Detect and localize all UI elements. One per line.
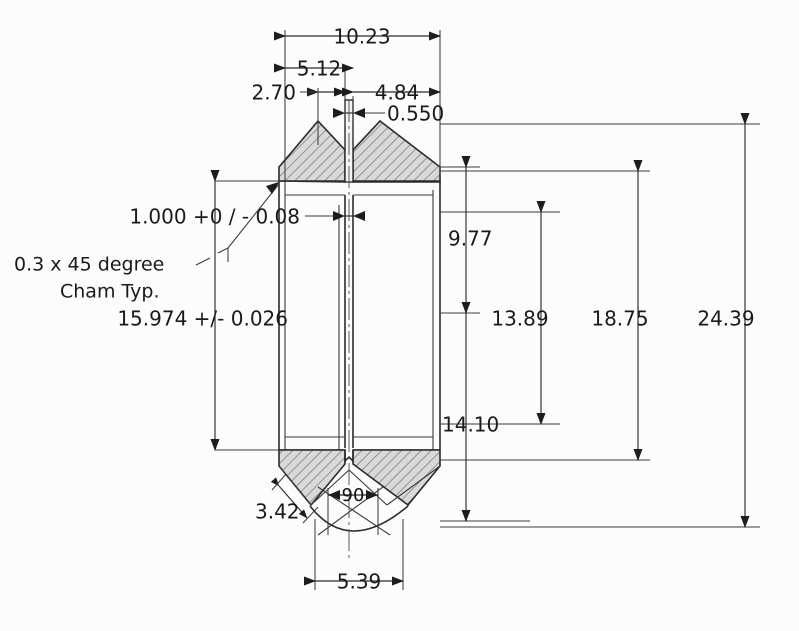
chamfer-note-leader2 [217, 247, 229, 262]
arrow-1-000-right [353, 211, 365, 221]
dim-label-4-84: 4.84 [375, 81, 420, 105]
chamfer-note-line1: 0.3 x 45 degree [14, 254, 164, 276]
dim-label-5-39: 5.39 [337, 570, 382, 594]
bottom-root-arc [309, 505, 409, 532]
arrow-0-550-left [333, 108, 345, 118]
right-dimension-group: 9.77 13.89 14.10 18.75 24.39 [440, 113, 760, 528]
dim-label-0-550: 0.550 [387, 102, 444, 126]
left-dimension-group: 1.000 +0 / - 0.08 15.974 +/- 0.026 0.3 x… [14, 170, 365, 451]
dim-label-18-75: 18.75 [591, 307, 648, 331]
arrow-1-000-left [333, 211, 345, 221]
dim-label-3-42: 3.42 [255, 500, 300, 524]
dim-label-5-12: 5.12 [297, 57, 342, 81]
dim-label-10-23: 10.23 [333, 25, 390, 49]
part-geometry [278, 99, 441, 560]
dim-label-2-70: 2.70 [251, 81, 296, 105]
dim-label-14-10: 14.10 [442, 413, 499, 437]
chamfer-note-leader [195, 257, 211, 266]
dim-label-13-89: 13.89 [491, 307, 548, 331]
arrow-90-right [366, 490, 378, 500]
arrow-90-left [328, 490, 340, 500]
dim-label-90: 90 [342, 485, 365, 506]
top-left-flange-section [278, 119, 346, 183]
chamfer-note-line2: Cham Typ. [60, 281, 160, 303]
chamfer-note-leader3 [227, 183, 280, 249]
ext-3-42-a [271, 473, 287, 491]
arrow-0-550-right [353, 108, 365, 118]
top-right-flange-section [352, 119, 441, 183]
dimline-3-42 [270, 477, 308, 519]
bottom-left-section [278, 449, 346, 507]
top-dimension-group: 10.23 5.12 2.70 4.84 0.550 [251, 25, 444, 200]
dim-label-24-39: 24.39 [697, 307, 754, 331]
dim-label-9-77: 9.77 [448, 227, 493, 251]
ext-3-42-b [302, 506, 319, 524]
dim-label-15-974: 15.974 +/- 0.026 [117, 307, 288, 331]
chamfer-note-arrow [266, 182, 279, 194]
bottom-dimension-group: 3.42 90 5.39 [255, 473, 404, 594]
